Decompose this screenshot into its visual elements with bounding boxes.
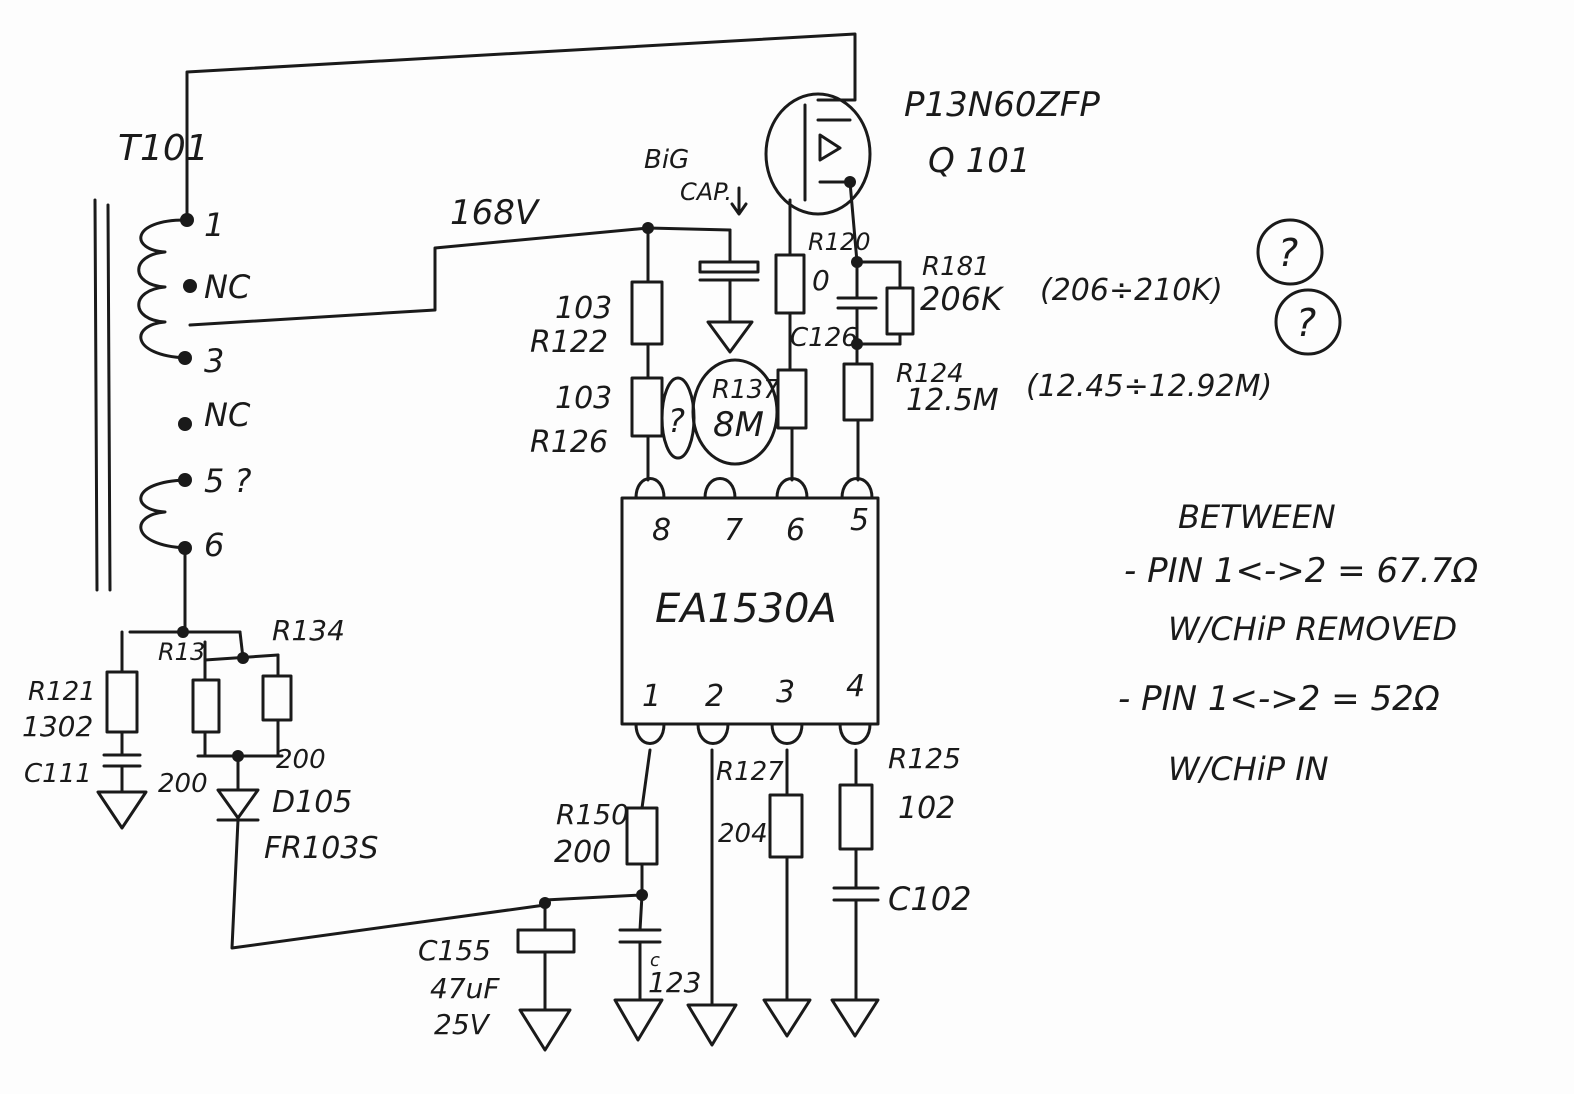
c155-value: 47uF xyxy=(430,972,500,1005)
ic-pin6: 6 xyxy=(786,513,805,548)
notes-heading: BETWEEN xyxy=(1178,498,1336,536)
pin3-network xyxy=(762,748,812,1038)
ic-pin3: 3 xyxy=(776,675,795,710)
unknown-mark: ? xyxy=(668,402,685,440)
pin3-label: 3 xyxy=(204,342,224,380)
transformer-t101 xyxy=(93,198,197,592)
pin5-label: 5 ? xyxy=(204,462,252,500)
big-cap xyxy=(698,186,760,354)
c126-r181-network xyxy=(836,256,915,366)
r137-body xyxy=(776,368,808,430)
notes-line1: - PIN 1<->2 = 67.7Ω xyxy=(1124,551,1478,591)
t101-label: T101 xyxy=(118,128,209,169)
ic-pin5: 5 xyxy=(850,503,869,538)
pin-nc-lower-label: NC xyxy=(204,396,251,434)
r137-value: 8M xyxy=(713,405,764,445)
c155-voltage: 25V xyxy=(434,1008,491,1041)
pin2-ground-icon xyxy=(686,1003,738,1047)
pin4-network xyxy=(830,748,880,1038)
r121-value: 1302 xyxy=(22,710,93,743)
r125-value: 102 xyxy=(898,791,955,826)
r13-ref: R13 xyxy=(158,638,205,666)
measurement-notes: BETWEEN - PIN 1<->2 = 67.7Ω W/CHiP REMOV… xyxy=(1118,498,1478,788)
ic-pin4: 4 xyxy=(846,669,865,704)
r121-ref: R121 xyxy=(28,677,96,707)
ic-pin8: 8 xyxy=(652,513,671,548)
pin1-network xyxy=(516,748,664,1052)
c155-ref: C155 xyxy=(418,934,491,967)
r181-question: ? xyxy=(1278,231,1298,275)
r127-ref: R127 xyxy=(716,757,784,787)
ic-pin7: 7 xyxy=(724,513,743,548)
r122-ref: R122 xyxy=(530,325,608,360)
r181-value: 206K xyxy=(920,280,1005,318)
r127-value: 204 xyxy=(718,819,768,849)
pin-nc-upper-label: NC xyxy=(204,268,251,306)
r124-ref: R124 xyxy=(896,359,964,389)
c123-value: 123 xyxy=(648,966,701,999)
r122-value: 103 xyxy=(555,291,612,326)
notes-line4: W/CHiP IN xyxy=(1168,750,1329,788)
r134-value: 200 xyxy=(276,745,326,775)
mosfet-ref-label: Q 101 xyxy=(928,141,1030,181)
r120-value: 0 xyxy=(812,264,830,297)
r124-value: 12.5M xyxy=(906,383,999,418)
mosfet-q101 xyxy=(764,92,872,264)
ic-pin1: 1 xyxy=(642,679,661,714)
r150-value: 200 xyxy=(554,835,611,870)
drain-wire xyxy=(185,32,857,222)
r181-ref: R181 xyxy=(922,252,990,282)
r137-ref: R137 xyxy=(712,375,780,405)
d105-part: FR103S xyxy=(264,831,378,866)
big-cap-label-2: CAP. xyxy=(680,178,732,206)
ic-ea1530a xyxy=(620,477,880,745)
r134-ref: R134 xyxy=(272,614,345,647)
r150-ref: R150 xyxy=(556,798,629,831)
c102-ref: C102 xyxy=(888,880,971,918)
r181-range: (206÷210K) xyxy=(1040,273,1223,308)
d105-ref: D105 xyxy=(272,785,352,820)
big-cap-label-1: BiG xyxy=(644,145,689,175)
r126-value: 103 xyxy=(555,381,612,416)
r124-question: ? xyxy=(1296,301,1316,345)
r125-ref: R125 xyxy=(888,742,961,775)
r122-r126-chain xyxy=(630,280,664,482)
r126-ref: R126 xyxy=(530,425,608,460)
c126-ref: C126 xyxy=(790,323,858,353)
bus-168v-wire xyxy=(188,226,650,327)
notes-line3: - PIN 1<->2 = 52Ω xyxy=(1118,679,1440,719)
c123-ref: c xyxy=(650,950,660,971)
r120-ref: R120 xyxy=(808,228,870,256)
mosfet-part-label: P13N60ZFP xyxy=(904,85,1100,125)
r120-body xyxy=(774,253,806,315)
notes-line2: W/CHiP REMOVED xyxy=(1168,610,1457,648)
secondary-network xyxy=(96,546,547,950)
r124-range: (12.45÷12.92M) xyxy=(1026,369,1272,404)
ic-pin2: 2 xyxy=(705,679,724,714)
pin6-label: 6 xyxy=(204,526,224,564)
r181-question-circle xyxy=(1256,218,1324,286)
ic-name: EA1530A xyxy=(655,586,837,632)
pin1-label: 1 xyxy=(204,206,224,244)
r13-value: 200 xyxy=(158,769,208,799)
r124-body xyxy=(842,362,874,422)
c111-ref: C111 xyxy=(24,759,92,789)
bus-voltage-label: 168V xyxy=(450,193,541,233)
r124-question-circle xyxy=(1274,288,1342,356)
